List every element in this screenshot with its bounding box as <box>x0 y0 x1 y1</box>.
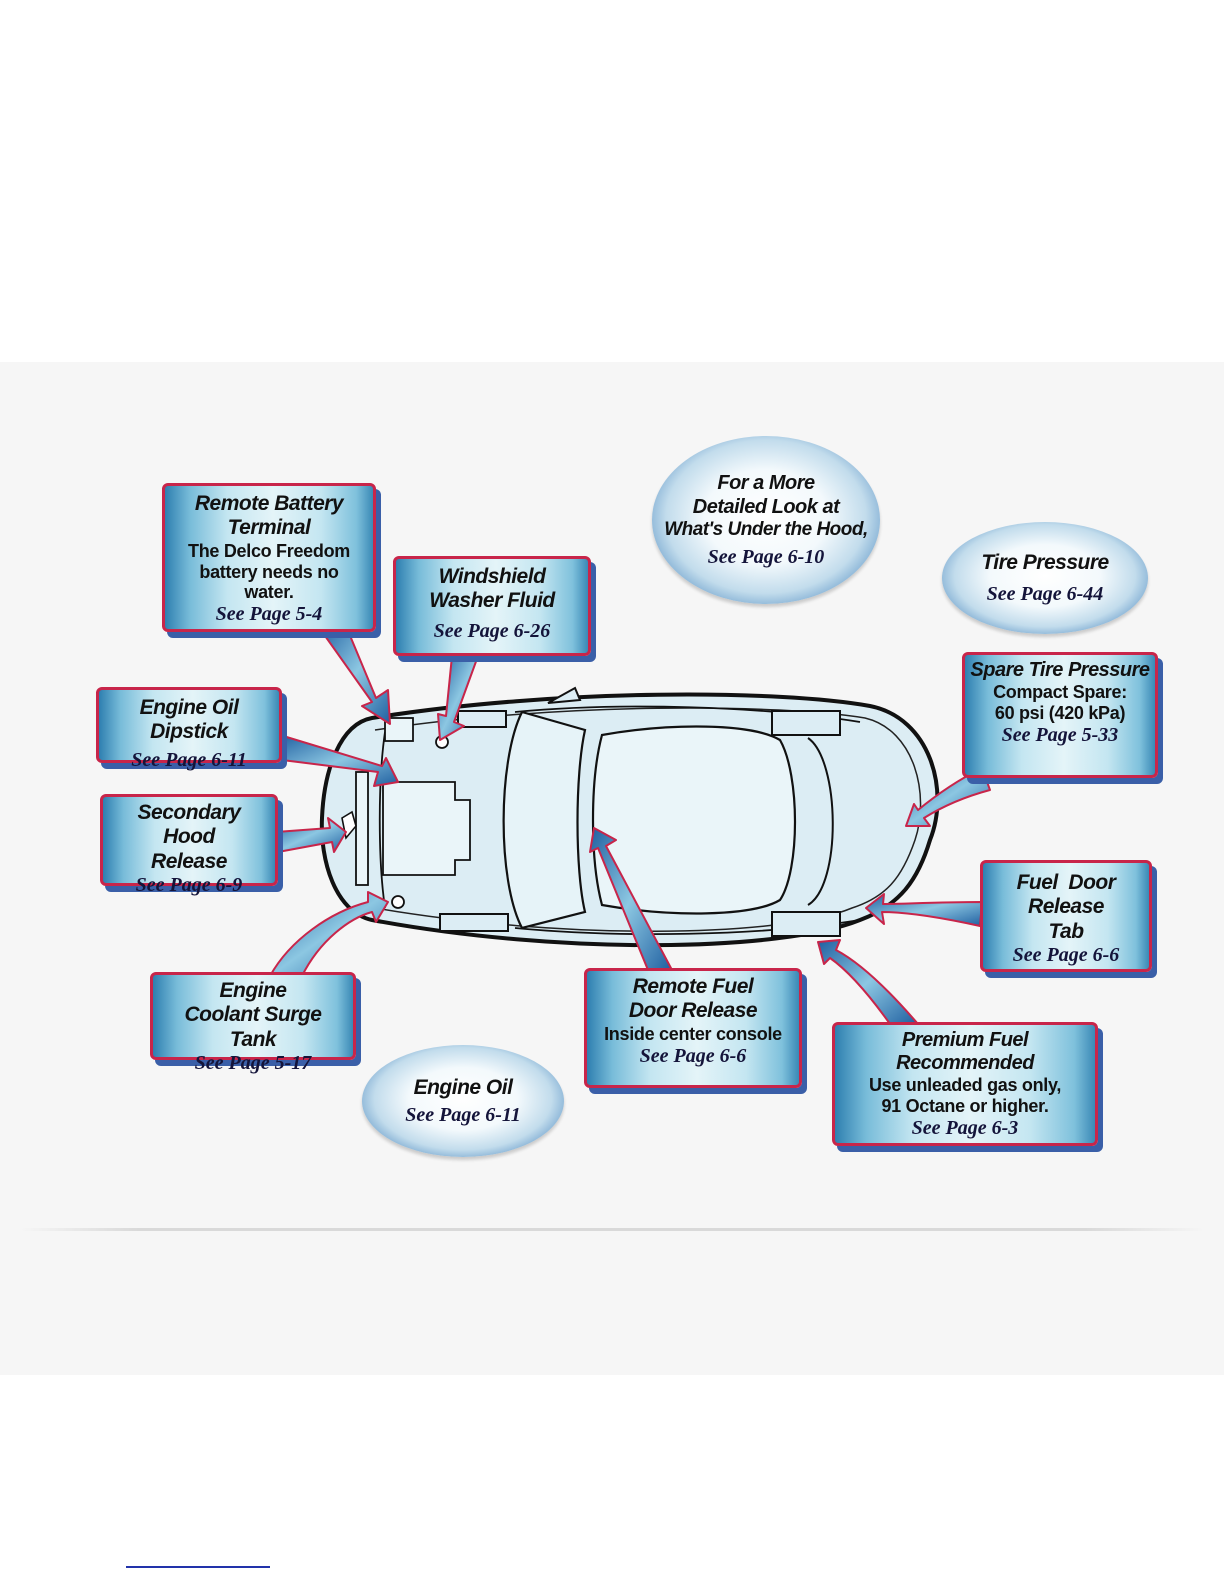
callout-page-ref: See Page 6-6 <box>1012 944 1120 967</box>
footnote-rule <box>126 1566 270 1568</box>
radiator <box>355 771 369 886</box>
oval-line: What's Under the Hood, <box>664 518 868 540</box>
arrow-premium <box>817 939 919 1025</box>
wheel-rear-right <box>771 911 841 937</box>
roof <box>591 725 797 915</box>
oval-tire-pressure: Tire Pressure See Page 6-44 <box>942 522 1148 634</box>
callout-windshield-washer-fluid: Windshield Washer Fluid See Page 6-26 <box>393 556 591 656</box>
callout-page-ref: See Page 6-11 <box>131 748 247 771</box>
callout-title: Secondary Hood Release <box>137 801 241 873</box>
battery-box <box>384 717 414 742</box>
car-top-view <box>319 686 940 948</box>
callout-text: The Delco Freedom battery needs no water… <box>188 540 350 603</box>
callout-text-line: Compact Spare: <box>993 682 1127 703</box>
callout-page-ref: See Page 5-4 <box>215 603 323 626</box>
callout-engine-oil-dipstick: Engine Oil Dipstick See Page 6-11 <box>96 687 282 771</box>
oval-engine-oil: Engine Oil See Page 6-11 <box>362 1045 564 1157</box>
arrow-hood <box>275 817 347 853</box>
car-body-inner-line <box>374 707 922 932</box>
wheel-rear-left <box>771 710 841 736</box>
oval-page-ref: See Page 6-44 <box>986 582 1104 605</box>
oval-title: Engine Oil <box>413 1076 513 1100</box>
callout-page-ref: See Page 6-3 <box>911 1117 1019 1140</box>
callout-page-ref: See Page 6-6 <box>639 1044 747 1067</box>
callout-title: Windshield Washer Fluid <box>429 565 555 613</box>
oval-line: Detailed Look at <box>692 495 840 518</box>
callout-title: Spare Tire Pressure <box>970 659 1150 681</box>
windshield <box>502 710 587 930</box>
oval-line: For a More <box>717 471 815 494</box>
pointer-arrows <box>269 625 991 1025</box>
callout-title: Remote Battery Terminal <box>194 492 344 540</box>
arrow-fuel-tab <box>865 893 983 927</box>
callout-premium-fuel-recommended: Premium Fuel Recommended Use unleaded ga… <box>832 1022 1098 1146</box>
arrow-spare <box>905 767 991 827</box>
wheel-front-left <box>457 710 507 728</box>
oval-page-ref: See Page 6-11 <box>405 1103 521 1126</box>
callout-page-ref: See Page 6-26 <box>433 619 551 642</box>
callout-title: Remote Fuel Door Release <box>628 975 764 1023</box>
arrow-washer <box>437 655 479 741</box>
callout-page-ref: See Page 6-9 <box>135 874 243 897</box>
callout-remote-battery-terminal: Remote Battery Terminal The Delco Freedo… <box>162 483 376 632</box>
hood-line <box>378 731 386 909</box>
arrow-battery <box>317 625 391 725</box>
callout-page-ref: See Page 5-17 <box>194 1052 312 1075</box>
callout-spare-tire-pressure: Spare Tire Pressure Compact Spare: 60 ps… <box>962 652 1158 778</box>
callout-title: Fuel Door Release Tab <box>1016 871 1121 943</box>
callout-remote-fuel-door-release: Remote Fuel Door Release Inside center c… <box>584 968 802 1088</box>
arrow-remote-fuel <box>589 827 673 971</box>
engine-block <box>382 781 471 876</box>
callout-text-line: 60 psi (420 kPa) <box>994 703 1126 724</box>
coolant-cap <box>391 895 405 909</box>
callout-text-line: Use unleaded gas only, <box>868 1075 1062 1096</box>
panel-divider <box>20 1228 1204 1231</box>
side-mirror <box>547 686 582 704</box>
callout-fuel-door-release-tab: Fuel Door Release Tab See Page 6-6 <box>980 860 1152 972</box>
callout-title: Engine Coolant Surge Tank <box>184 979 322 1051</box>
arrow-coolant <box>269 891 389 977</box>
oval-under-hood: For a More Detailed Look at What's Under… <box>652 436 880 604</box>
arrow-dipstick <box>279 734 399 787</box>
callout-title: Engine Oil Dipstick <box>139 696 239 744</box>
callout-title: Premium Fuel Recommended <box>896 1029 1034 1075</box>
wheel-front-right <box>439 913 509 932</box>
oval-title: Tire Pressure <box>981 551 1109 575</box>
oval-page-ref: See Page 6-10 <box>707 546 825 569</box>
callout-engine-coolant-surge-tank: Engine Coolant Surge Tank See Page 5-17 <box>150 972 356 1074</box>
callout-secondary-hood-release: Secondary Hood Release See Page 6-9 <box>100 794 278 896</box>
callout-text-line: 91 Octane or higher. <box>881 1096 1049 1117</box>
callout-text: Inside center console <box>604 1023 782 1044</box>
rear-window <box>807 737 834 906</box>
callout-page-ref: See Page 5-33 <box>1001 723 1119 746</box>
